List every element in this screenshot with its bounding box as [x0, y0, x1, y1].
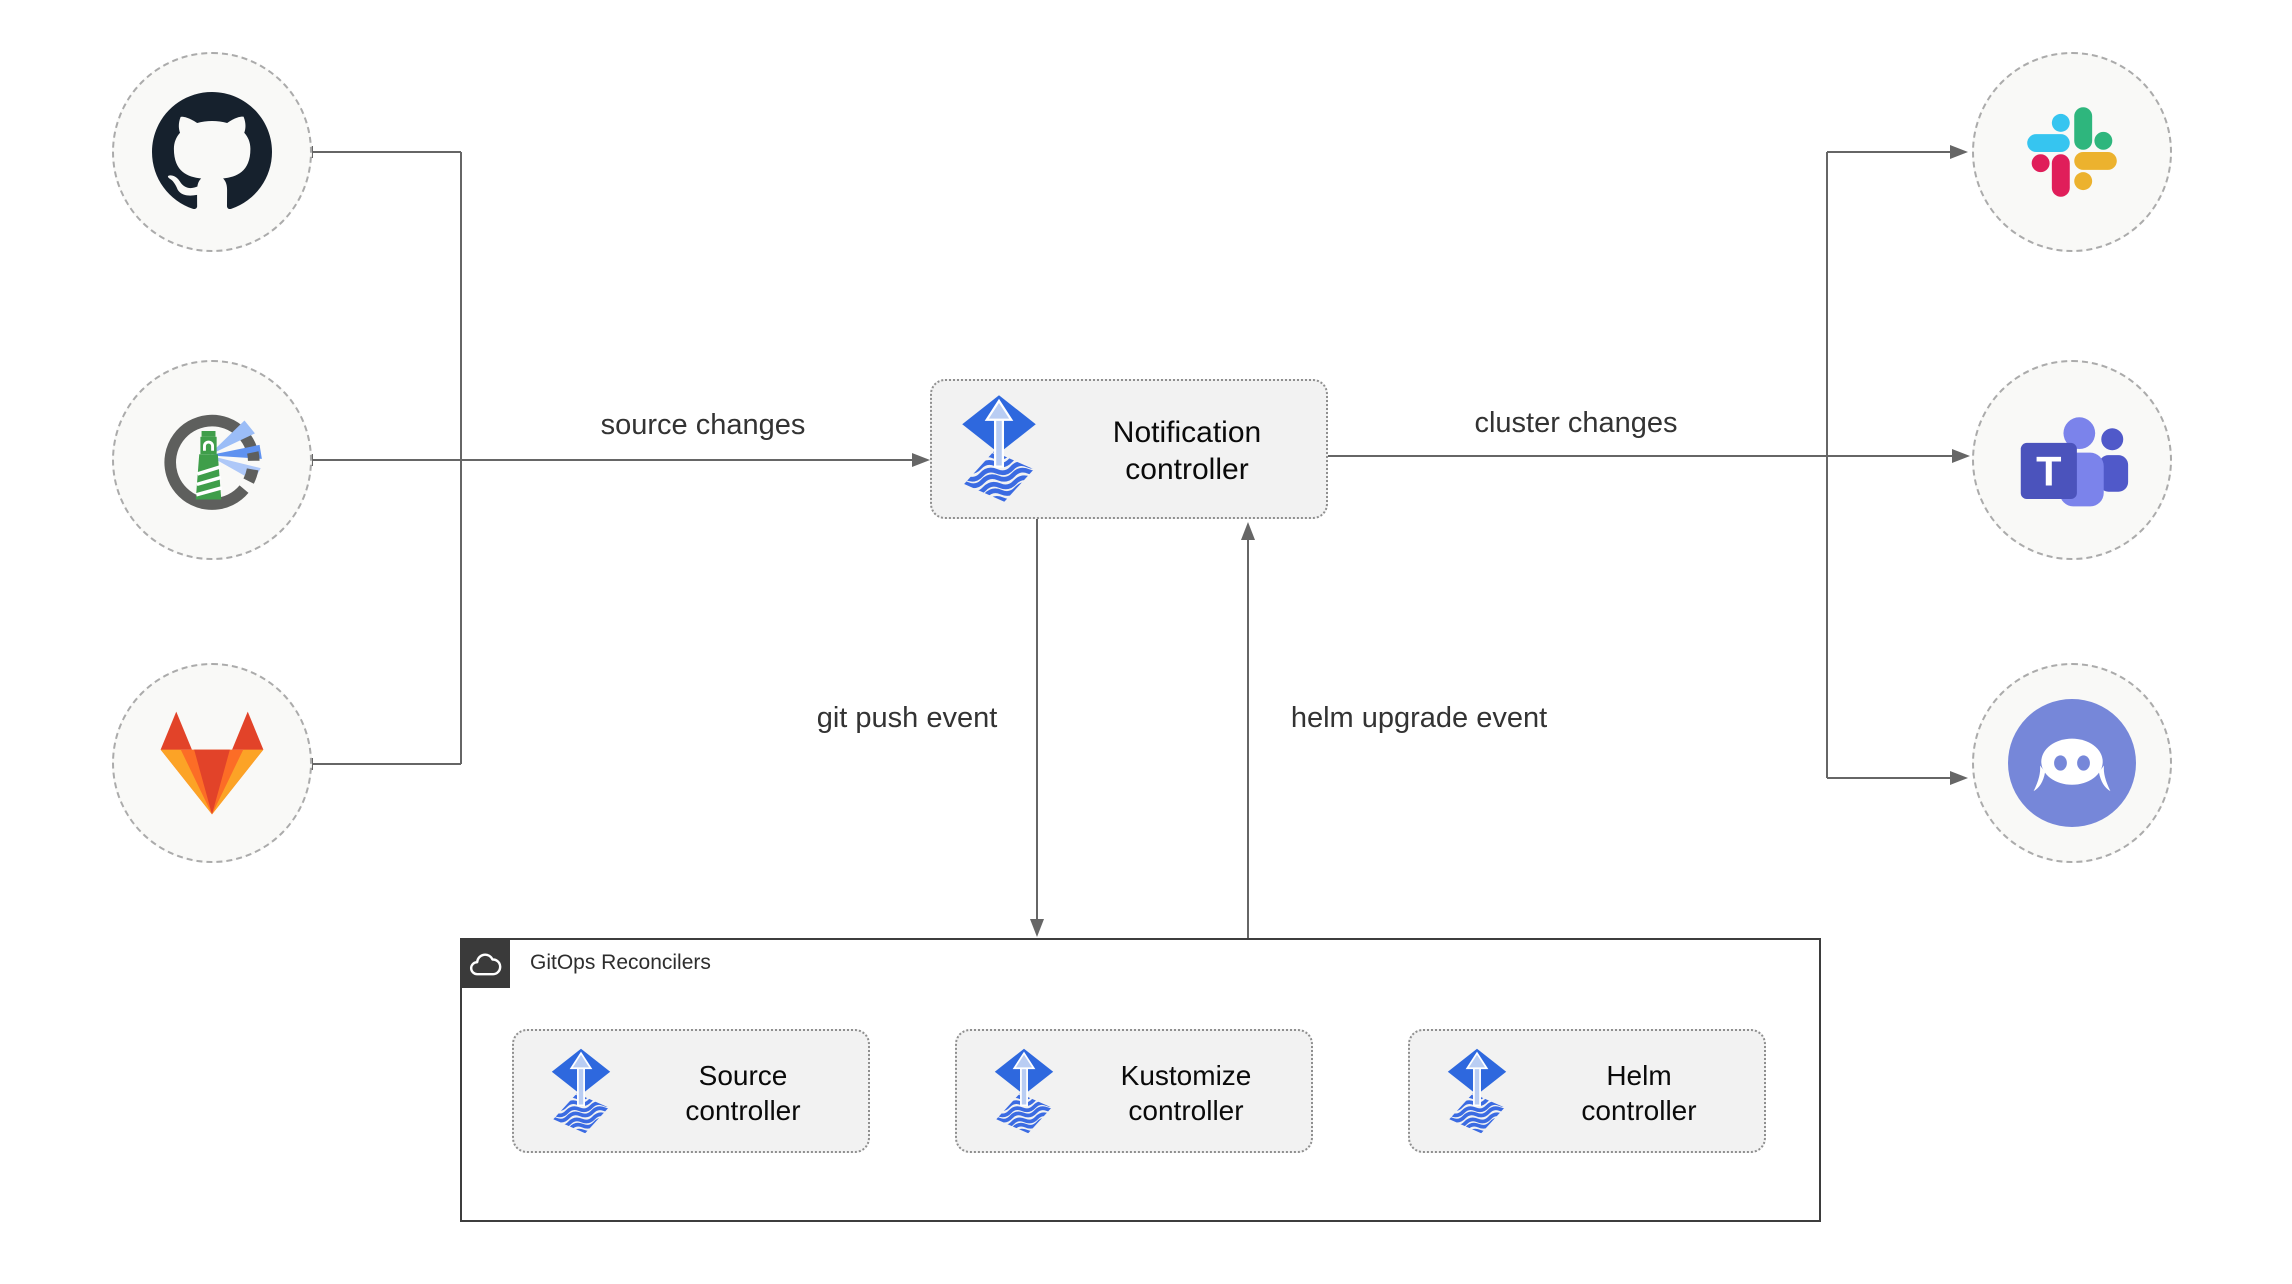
gitops-title: GitOps Reconcilers — [530, 951, 711, 974]
node-discord — [1972, 663, 2172, 863]
node-gitlab — [112, 663, 312, 863]
node-notification-controller: Notification controller — [930, 379, 1328, 519]
slack-icon — [2016, 96, 2128, 208]
edge-notification-to-targets — [1328, 151, 1952, 779]
flux-icon — [960, 393, 1038, 509]
harbor-icon — [154, 402, 270, 518]
node-github — [112, 52, 312, 252]
edge-sources-to-notification — [311, 146, 912, 770]
node-harbor — [112, 360, 312, 560]
node-teams — [1972, 360, 2172, 560]
kustomize-controller-label: Kustomize controller — [1120, 1060, 1252, 1126]
flux-icon — [993, 1047, 1055, 1139]
gitops-tag — [460, 938, 510, 988]
arrowhead-into-gitops — [1030, 919, 1044, 937]
arrowhead-into-slack — [1950, 145, 1968, 159]
notification-controller-label: Notification controller — [1112, 416, 1262, 486]
arrowhead-into-notification — [912, 453, 930, 467]
helm-controller-label: Helm controller — [1581, 1060, 1697, 1126]
arrowhead-into-discord — [1950, 771, 1968, 785]
edge-label-source-changes: source changes — [600, 409, 806, 441]
teams-icon — [2011, 399, 2133, 521]
arrowhead-into-notification-bottom — [1241, 522, 1255, 540]
flux-icon — [1446, 1047, 1508, 1139]
github-icon — [152, 92, 272, 212]
edge-label-cluster-changes: cluster changes — [1474, 407, 1678, 439]
arrowhead-into-teams — [1952, 449, 1970, 463]
flux-icon — [550, 1047, 612, 1139]
node-kustomize-controller: Kustomize controller — [955, 1029, 1313, 1153]
discord-icon — [2008, 699, 2136, 827]
edge-label-helm-upgrade-event: helm upgrade event — [1290, 702, 1548, 734]
group-gitops-reconcilers: GitOps Reconcilers Source controller Kus… — [460, 938, 1821, 1222]
edge-label-git-push-event: git push event — [816, 702, 998, 734]
source-controller-label: Source controller — [685, 1060, 801, 1126]
node-slack — [1972, 52, 2172, 252]
gitlab-icon — [145, 707, 279, 819]
node-source-controller: Source controller — [512, 1029, 870, 1153]
node-helm-controller: Helm controller — [1408, 1029, 1766, 1153]
cloud-icon — [465, 943, 505, 983]
